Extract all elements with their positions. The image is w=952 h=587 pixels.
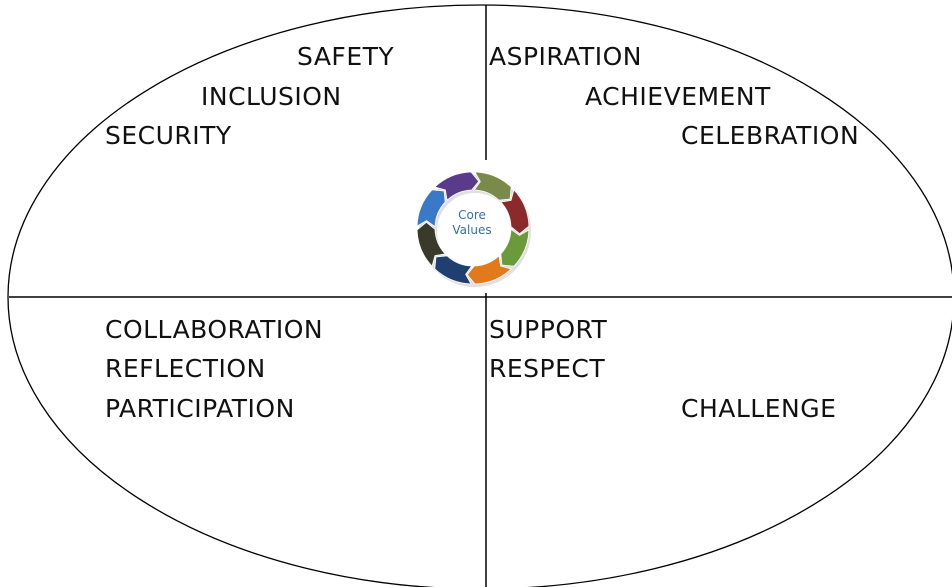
cycle-arrow-segment	[466, 254, 512, 285]
cycle-arrow-segment	[499, 189, 530, 235]
value-celebration: CELEBRATION	[681, 121, 860, 150]
cycle-arrow-segment	[473, 171, 512, 201]
value-participation: PARTICIPATION	[105, 394, 295, 423]
cycle-arrow-segment	[416, 221, 447, 267]
core-values-label: Core Values	[432, 208, 512, 238]
value-aspiration: ASPIRATION	[489, 42, 642, 71]
value-support: SUPPORT	[489, 315, 608, 344]
value-safety: SAFETY	[297, 42, 395, 71]
core-values-label-line2: Values	[452, 223, 492, 237]
cycle-arrow-segment	[416, 189, 446, 228]
value-collaboration: COLLABORATION	[105, 315, 324, 344]
cycle-arrow-segment	[434, 171, 480, 202]
outer-ellipse	[7, 4, 952, 587]
value-security: SECURITY	[105, 121, 232, 150]
cycle-arrow-segment	[434, 255, 473, 285]
value-inclusion: INCLUSION	[201, 82, 342, 111]
core-values-label-line1: Core	[458, 208, 486, 222]
core-values-cycle-icon	[416, 171, 531, 287]
cycle-arrow-segment	[500, 228, 530, 267]
value-respect: RESPECT	[489, 354, 606, 383]
value-challenge: CHALLENGE	[681, 394, 837, 423]
value-achievement: ACHIEVEMENT	[585, 82, 771, 111]
value-reflection: REFLECTION	[105, 354, 266, 383]
